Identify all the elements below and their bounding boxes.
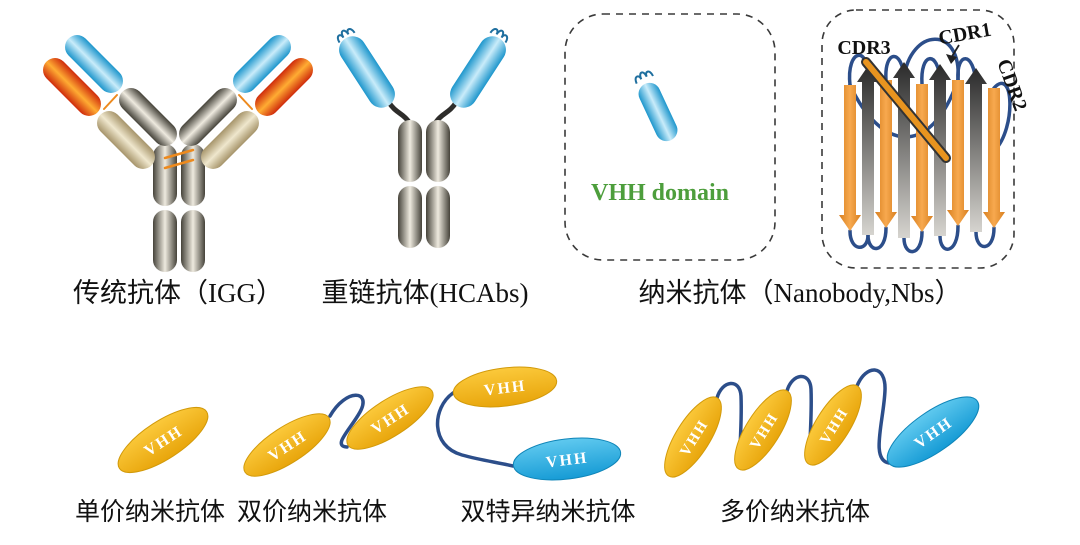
diagonal-strand	[861, 57, 951, 163]
vhh-ellipse-yellow	[664, 396, 722, 478]
vhh-domain-capsule	[634, 79, 682, 145]
vhh-ellipse-yellow	[804, 384, 862, 466]
vhh-domain-caption: VHH domain	[591, 180, 729, 206]
cdr1-pointer-arrow-icon	[946, 44, 960, 64]
dashed-border	[564, 13, 776, 261]
vhh-ellipse-blue	[886, 396, 980, 468]
beta-strand-down	[875, 80, 897, 228]
beta-strand-down	[983, 88, 1005, 228]
monovalent-nanobody-diagram: VHH	[117, 407, 209, 473]
vhh-structure-box: CDR3 CDR1 CDR2	[821, 9, 1031, 269]
vhh-unit-label: VHH	[545, 449, 589, 471]
beta-strand-up	[893, 62, 915, 238]
vhh-domain-box: VHH domain	[564, 13, 776, 261]
bivalent-label: 双价纳米抗体	[237, 498, 387, 526]
vhh-ellipse-yellow	[346, 386, 434, 450]
cdr-loops-icon	[632, 67, 655, 85]
vhh-ellipse-yellow	[734, 389, 792, 471]
vhh-ellipse-yellow	[117, 407, 209, 473]
hcab-fc-stem	[398, 120, 450, 248]
hcab-hinge-left	[385, 98, 412, 125]
hcab-antibody-diagram	[333, 25, 512, 248]
linker	[435, 391, 515, 468]
cdr1-label: CDR1	[937, 19, 993, 50]
hcab-section-label: 重链抗体(HCAbs)	[322, 278, 529, 308]
hcab-vhh-domain-right	[444, 31, 512, 113]
cdr3-label: CDR3	[837, 37, 890, 59]
vhh-ellipse-yellow	[243, 413, 331, 477]
bivalent-nanobody-diagram: VHH VHH	[243, 386, 434, 477]
multivalent-label: 多价纳米抗体	[720, 498, 870, 526]
dashed-border	[821, 9, 1015, 269]
igg-disulfide-bonds	[103, 94, 253, 170]
hcab-hinge-right	[433, 98, 460, 125]
igg-antibody-diagram	[38, 30, 318, 272]
vhh-unit-label: VHH	[483, 377, 527, 399]
monovalent-label: 单价纳米抗体	[75, 498, 225, 526]
igg-section-label: 传统抗体（IGG）	[73, 278, 283, 308]
multivalent-nanobody-diagram: VHH VHH VHH VHH	[664, 368, 980, 478]
beta-strands	[839, 62, 1005, 238]
bispecific-label: 双特异纳米抗体	[460, 498, 635, 526]
nanobody-section-label: 纳米抗体（Nanobody,Nbs）	[639, 278, 962, 308]
vhh-ellipse-blue	[512, 437, 622, 481]
beta-strand-down	[911, 84, 933, 232]
bispecific-nanobody-diagram: VHH VHH	[435, 366, 622, 481]
beta-strand-down	[839, 85, 861, 231]
beta-strand-up	[965, 68, 987, 232]
hcab-vhh-domain-left	[333, 31, 401, 113]
vhh-ellipse-yellow	[452, 366, 558, 408]
linker	[328, 393, 365, 449]
igg-fc-stem	[153, 144, 205, 272]
beta-strand-up	[857, 66, 879, 235]
beta-strand-down	[947, 80, 969, 226]
